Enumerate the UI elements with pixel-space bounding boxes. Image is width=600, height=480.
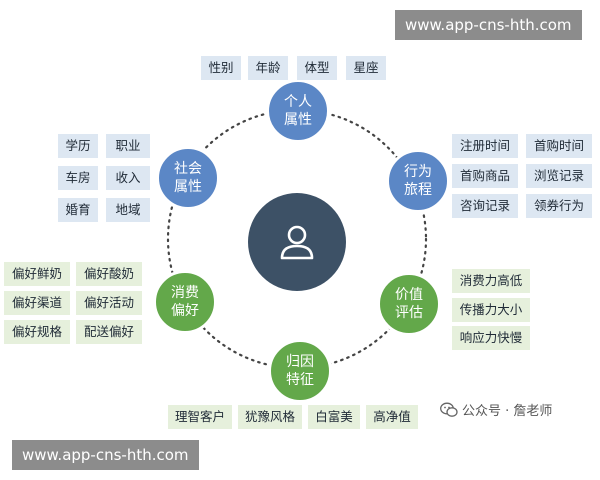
node-label: 特征 (286, 372, 314, 388)
tag-region: 地域 (106, 198, 150, 222)
tag-marriage: 婚育 (58, 198, 98, 222)
node-label: 属性 (174, 179, 202, 195)
tag-body-type: 体型 (297, 56, 337, 80)
author-credit: 公众号 · 詹老师 (440, 400, 552, 419)
user-icon (280, 225, 314, 260)
tag-prefer-size: 偏好规格 (4, 320, 70, 344)
node-behavior-journey: 行为 旅程 (386, 149, 450, 213)
watermark-bottom: www.app-cns-hth.com (12, 440, 199, 470)
node-social-attributes: 社会 属性 (156, 146, 220, 210)
tag-prefer-channel: 偏好渠道 (4, 291, 70, 315)
center-user-node (248, 193, 346, 291)
node-label: 个人 (284, 94, 312, 110)
wechat-icon (440, 402, 458, 417)
tag-education: 学历 (58, 134, 98, 158)
tag-car-house: 车房 (58, 166, 98, 190)
node-label: 属性 (284, 112, 312, 128)
tag-influence: 传播力大小 (452, 298, 530, 322)
tag-spending-power: 消费力高低 (452, 269, 530, 293)
node-attribution-features: 归因 特征 (268, 339, 332, 403)
tag-age: 年龄 (248, 56, 288, 80)
tag-occupation: 职业 (106, 134, 150, 158)
node-label: 价值 (395, 287, 423, 303)
node-label: 归因 (286, 354, 314, 370)
tag-first-purchase-item: 首购商品 (452, 164, 518, 188)
tag-responsiveness: 响应力快慢 (452, 326, 530, 350)
node-value-assessment: 价值 评估 (377, 272, 441, 336)
tag-high-net-worth: 高净值 (366, 405, 418, 429)
tag-inquiry-history: 咨询记录 (452, 194, 518, 218)
tag-income: 收入 (106, 166, 150, 190)
tag-delivery-preference: 配送偏好 (76, 320, 142, 344)
watermark-top: www.app-cns-hth.com (395, 10, 582, 40)
node-label: 消费 (171, 285, 199, 301)
node-consumption-preference: 消费 偏好 (153, 270, 217, 334)
tag-affluent: 白富美 (308, 405, 360, 429)
credit-text: 公众号 · 詹老师 (462, 404, 553, 419)
tag-prefer-yogurt: 偏好酸奶 (76, 262, 142, 286)
node-label: 社会 (174, 161, 202, 177)
tag-rational-customer: 理智客户 (168, 405, 232, 429)
node-label: 偏好 (171, 303, 199, 319)
tag-register-time: 注册时间 (452, 134, 518, 158)
tag-coupon-behavior: 领券行为 (526, 194, 592, 218)
tag-prefer-activity: 偏好活动 (76, 291, 142, 315)
tag-hesitant-style: 犹豫风格 (238, 405, 302, 429)
tag-prefer-fresh-milk: 偏好鲜奶 (4, 262, 70, 286)
node-personal-attributes: 个人 属性 (266, 79, 330, 143)
tag-gender: 性别 (201, 56, 241, 80)
tag-first-purchase-time: 首购时间 (526, 134, 592, 158)
tag-browse-history: 浏览记录 (526, 164, 592, 188)
node-label: 评估 (395, 305, 423, 321)
node-label: 旅程 (404, 182, 432, 198)
tag-zodiac: 星座 (346, 56, 386, 80)
node-label: 行为 (404, 164, 432, 180)
